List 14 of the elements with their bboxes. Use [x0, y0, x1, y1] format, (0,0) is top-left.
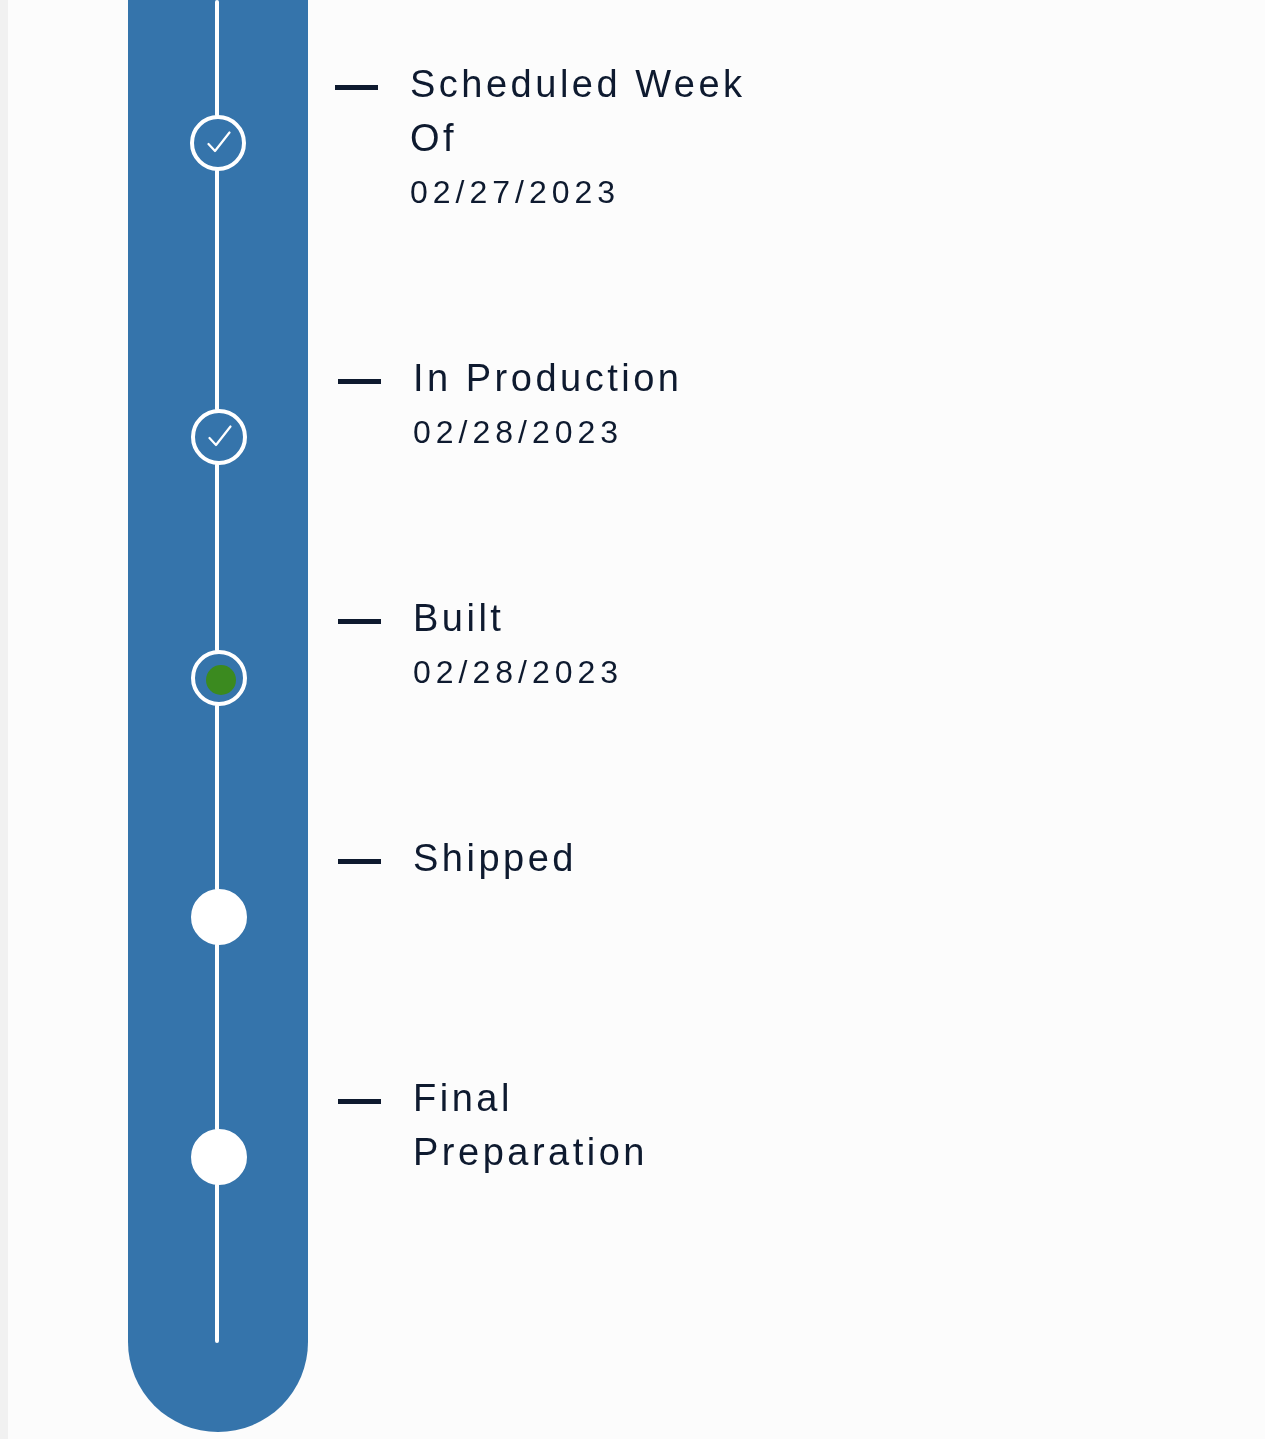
step-date: 02/28/2023	[413, 653, 625, 692]
connector-line	[215, 169, 219, 411]
connector-line	[215, 943, 219, 1131]
step-date: 02/28/2023	[413, 413, 625, 452]
connector-line	[215, 704, 219, 891]
step-title: In Production	[413, 356, 684, 401]
step-date: 02/27/2023	[410, 173, 622, 212]
connector-line	[215, 463, 219, 652]
step-title: Scheduled Week Of	[410, 62, 747, 161]
step-title: Built	[413, 596, 506, 641]
step-title: Final Preparation	[413, 1076, 649, 1175]
step-title: Shipped	[413, 836, 578, 881]
connector-line	[215, 0, 219, 117]
connector-line	[215, 1183, 219, 1343]
